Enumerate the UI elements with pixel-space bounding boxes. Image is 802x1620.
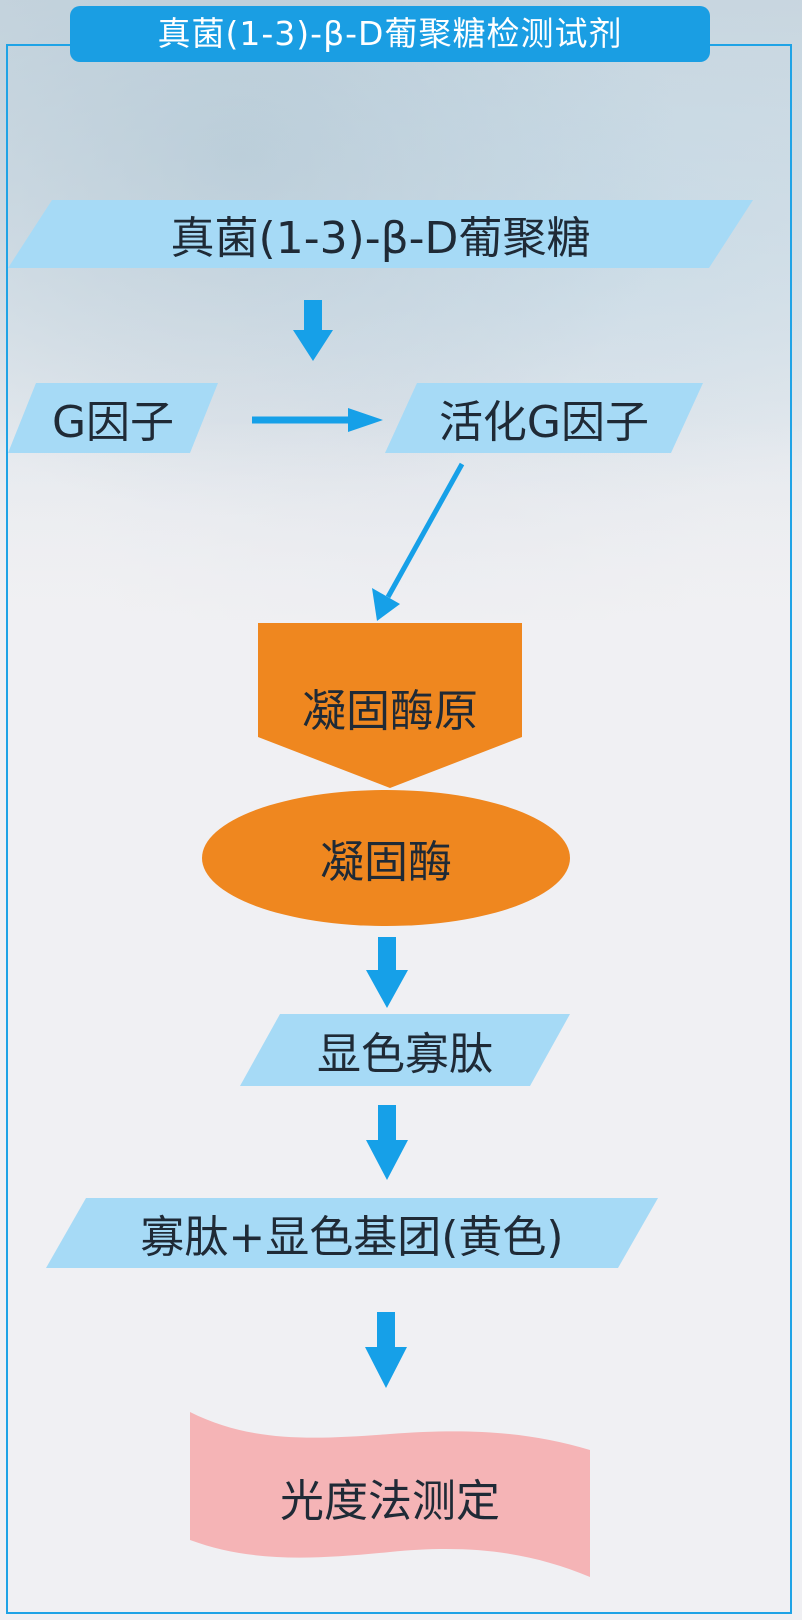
node-clotting-enzyme: 凝固酶 [202, 790, 570, 926]
node-peptide-plus-chromophore: 寡肽+显色基团(黄色) [46, 1198, 658, 1268]
node-chromogenic-peptide: 显色寡肽 [240, 1014, 570, 1086]
title-banner: 真菌(1-3)-β-D葡聚糖检测试剂 [70, 6, 710, 62]
title-text: 真菌(1-3)-β-D葡聚糖检测试剂 [157, 14, 623, 53]
node-g-factor-label: G因子 [51, 397, 175, 448]
node-proclotting-enzyme-label: 凝固酶原 [302, 686, 478, 737]
arrow-diagonal-head [372, 588, 400, 621]
node-peptide-plus-chromophore-label: 寡肽+显色基团(黄色) [140, 1212, 564, 1263]
node-measurement-banner [190, 1412, 590, 1577]
node-activated-g-factor: 活化G因子 [385, 383, 703, 453]
node-glucan: 真菌(1-3)-β-D葡聚糖 [8, 200, 753, 268]
arrow-down-1 [293, 300, 333, 361]
node-chromogenic-peptide-label: 显色寡肽 [317, 1029, 493, 1080]
arrow-diagonal-line [385, 462, 465, 599]
node-measurement-label: 光度法测定 [280, 1476, 500, 1527]
node-clotting-enzyme-label: 凝固酶 [320, 837, 452, 888]
arrow-down-4 [366, 1105, 408, 1180]
node-measurement: 光度法测定 [190, 1462, 590, 1532]
node-g-factor: G因子 [8, 383, 218, 453]
arrow-down-3 [366, 937, 408, 1008]
node-glucan-label: 真菌(1-3)-β-D葡聚糖 [170, 213, 591, 264]
node-activated-g-factor-label: 活化G因子 [438, 397, 650, 448]
arrow-down-5 [365, 1312, 407, 1388]
arrow-right-head [348, 408, 383, 432]
